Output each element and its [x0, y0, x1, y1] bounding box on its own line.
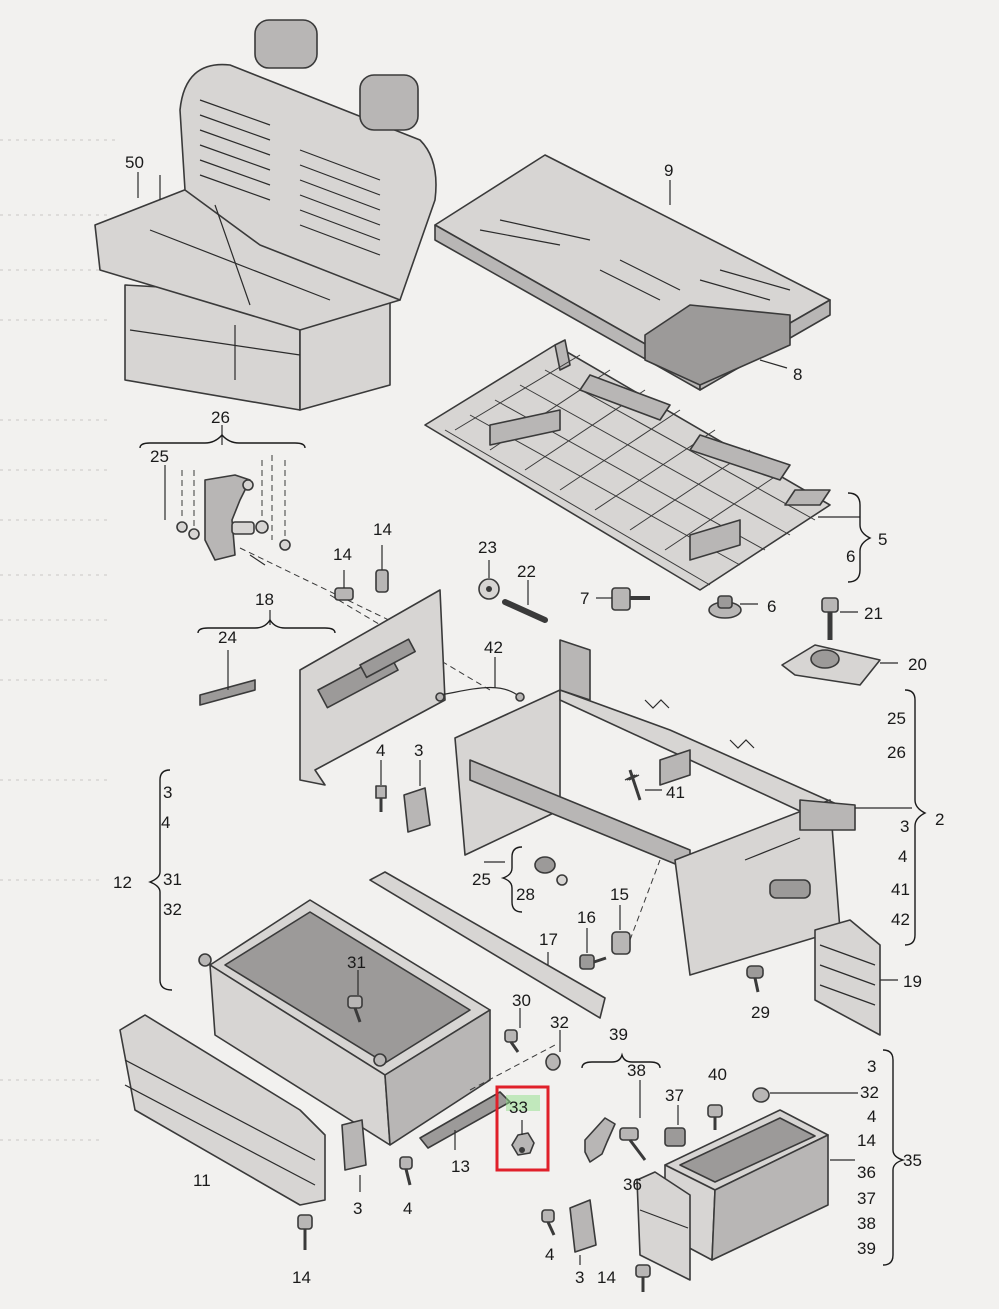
part-12-storage-box: [198, 899, 491, 1146]
part-5-seat-frame: [424, 339, 831, 591]
part-19-29: [746, 919, 898, 1036]
callout-2: 2: [935, 810, 944, 829]
callout-31: 31: [347, 953, 366, 972]
callout-9: 9: [664, 161, 673, 180]
callout-14: 14: [373, 520, 392, 539]
callout-6: 6: [767, 597, 776, 616]
part-35-small-bin: [664, 1109, 855, 1261]
callout-38: 38: [627, 1061, 646, 1080]
callout-29: 29: [751, 1003, 770, 1022]
braces: [139, 433, 927, 1266]
callout-36: 36: [857, 1163, 876, 1182]
part-2-base-frame: [454, 639, 912, 976]
callout-4: 4: [376, 741, 385, 760]
part-7-6-21-20: [596, 587, 898, 686]
callout-6: 6: [846, 547, 855, 566]
callout-16: 16: [577, 908, 596, 927]
callout-15: 15: [610, 885, 629, 904]
callout-25: 25: [887, 709, 906, 728]
callout-33: 33: [509, 1098, 528, 1117]
callout-4: 4: [161, 813, 170, 832]
callout-4: 4: [403, 1199, 412, 1218]
callout-25: 25: [150, 447, 169, 466]
callout-22: 22: [517, 562, 536, 581]
part-39-38-37-40: [584, 1080, 858, 1163]
callout-37: 37: [665, 1086, 684, 1105]
callout-42: 42: [484, 638, 503, 657]
callout-24: 24: [218, 628, 237, 647]
part-50-bench-seat: [94, 19, 437, 411]
callout-39: 39: [609, 1025, 628, 1044]
part-11-side-trim: [119, 1014, 326, 1206]
part-9-cushion: [434, 154, 831, 391]
callout-36: 36: [623, 1175, 642, 1194]
callout-42: 42: [891, 910, 910, 929]
callout-14: 14: [597, 1268, 616, 1287]
callout-14: 14: [292, 1268, 311, 1287]
callout-8: 8: [793, 365, 802, 384]
callout-30: 30: [512, 991, 531, 1010]
part-4-3-mid: [375, 760, 431, 833]
callout-37: 37: [857, 1189, 876, 1208]
callout-41: 41: [891, 880, 910, 899]
callout-41: 41: [666, 783, 685, 802]
callout-38: 38: [857, 1214, 876, 1233]
callout-4: 4: [898, 847, 907, 866]
callout-32: 32: [163, 900, 182, 919]
callout-26: 26: [887, 743, 906, 762]
callout-14: 14: [857, 1131, 876, 1150]
callout-39: 39: [857, 1239, 876, 1258]
callout-14: 14: [333, 545, 352, 564]
callout-25: 25: [472, 870, 491, 889]
callout-31: 31: [163, 870, 182, 889]
part-28-15-16-17: [369, 856, 661, 1019]
callout-17: 17: [539, 930, 558, 949]
callout-3: 3: [900, 817, 909, 836]
callout-3: 3: [353, 1199, 362, 1218]
part-23-22-42: [435, 560, 548, 702]
callout-21: 21: [864, 604, 883, 623]
callout-3: 3: [867, 1057, 876, 1076]
callout-32: 32: [860, 1083, 879, 1102]
callout-32: 32: [550, 1013, 569, 1032]
callout-40: 40: [708, 1065, 727, 1084]
part-33-clip: [495, 1085, 550, 1172]
callout-5: 5: [878, 530, 887, 549]
part-18-side-cover: [199, 589, 446, 786]
callout-28: 28: [516, 885, 535, 904]
callout-50: 50: [125, 153, 144, 172]
callout-13: 13: [451, 1157, 470, 1176]
part-14-clips-top: [334, 545, 389, 601]
background-guides: [0, 139, 120, 1141]
callout-labels: 50 9 8 26 25 5 6 14 14 23 22 7 6 21 20 1…: [113, 153, 944, 1287]
callout-11: 11: [193, 1171, 211, 1190]
callout-4: 4: [545, 1245, 554, 1264]
callout-3: 3: [575, 1268, 584, 1287]
callout-3: 3: [414, 741, 423, 760]
callout-26: 26: [211, 408, 230, 427]
part-30-32-13: [419, 1008, 561, 1150]
callout-20: 20: [908, 655, 927, 674]
callout-35: 35: [903, 1151, 922, 1170]
callout-23: 23: [478, 538, 497, 557]
callout-19: 19: [903, 972, 922, 991]
callout-4: 4: [867, 1107, 876, 1126]
callout-12: 12: [113, 873, 132, 892]
callout-18: 18: [255, 590, 274, 609]
callout-7: 7: [580, 589, 589, 608]
part-33-highlight-box: [495, 1085, 550, 1172]
bottom-fasteners: [297, 1119, 691, 1292]
callout-3: 3: [163, 783, 172, 802]
